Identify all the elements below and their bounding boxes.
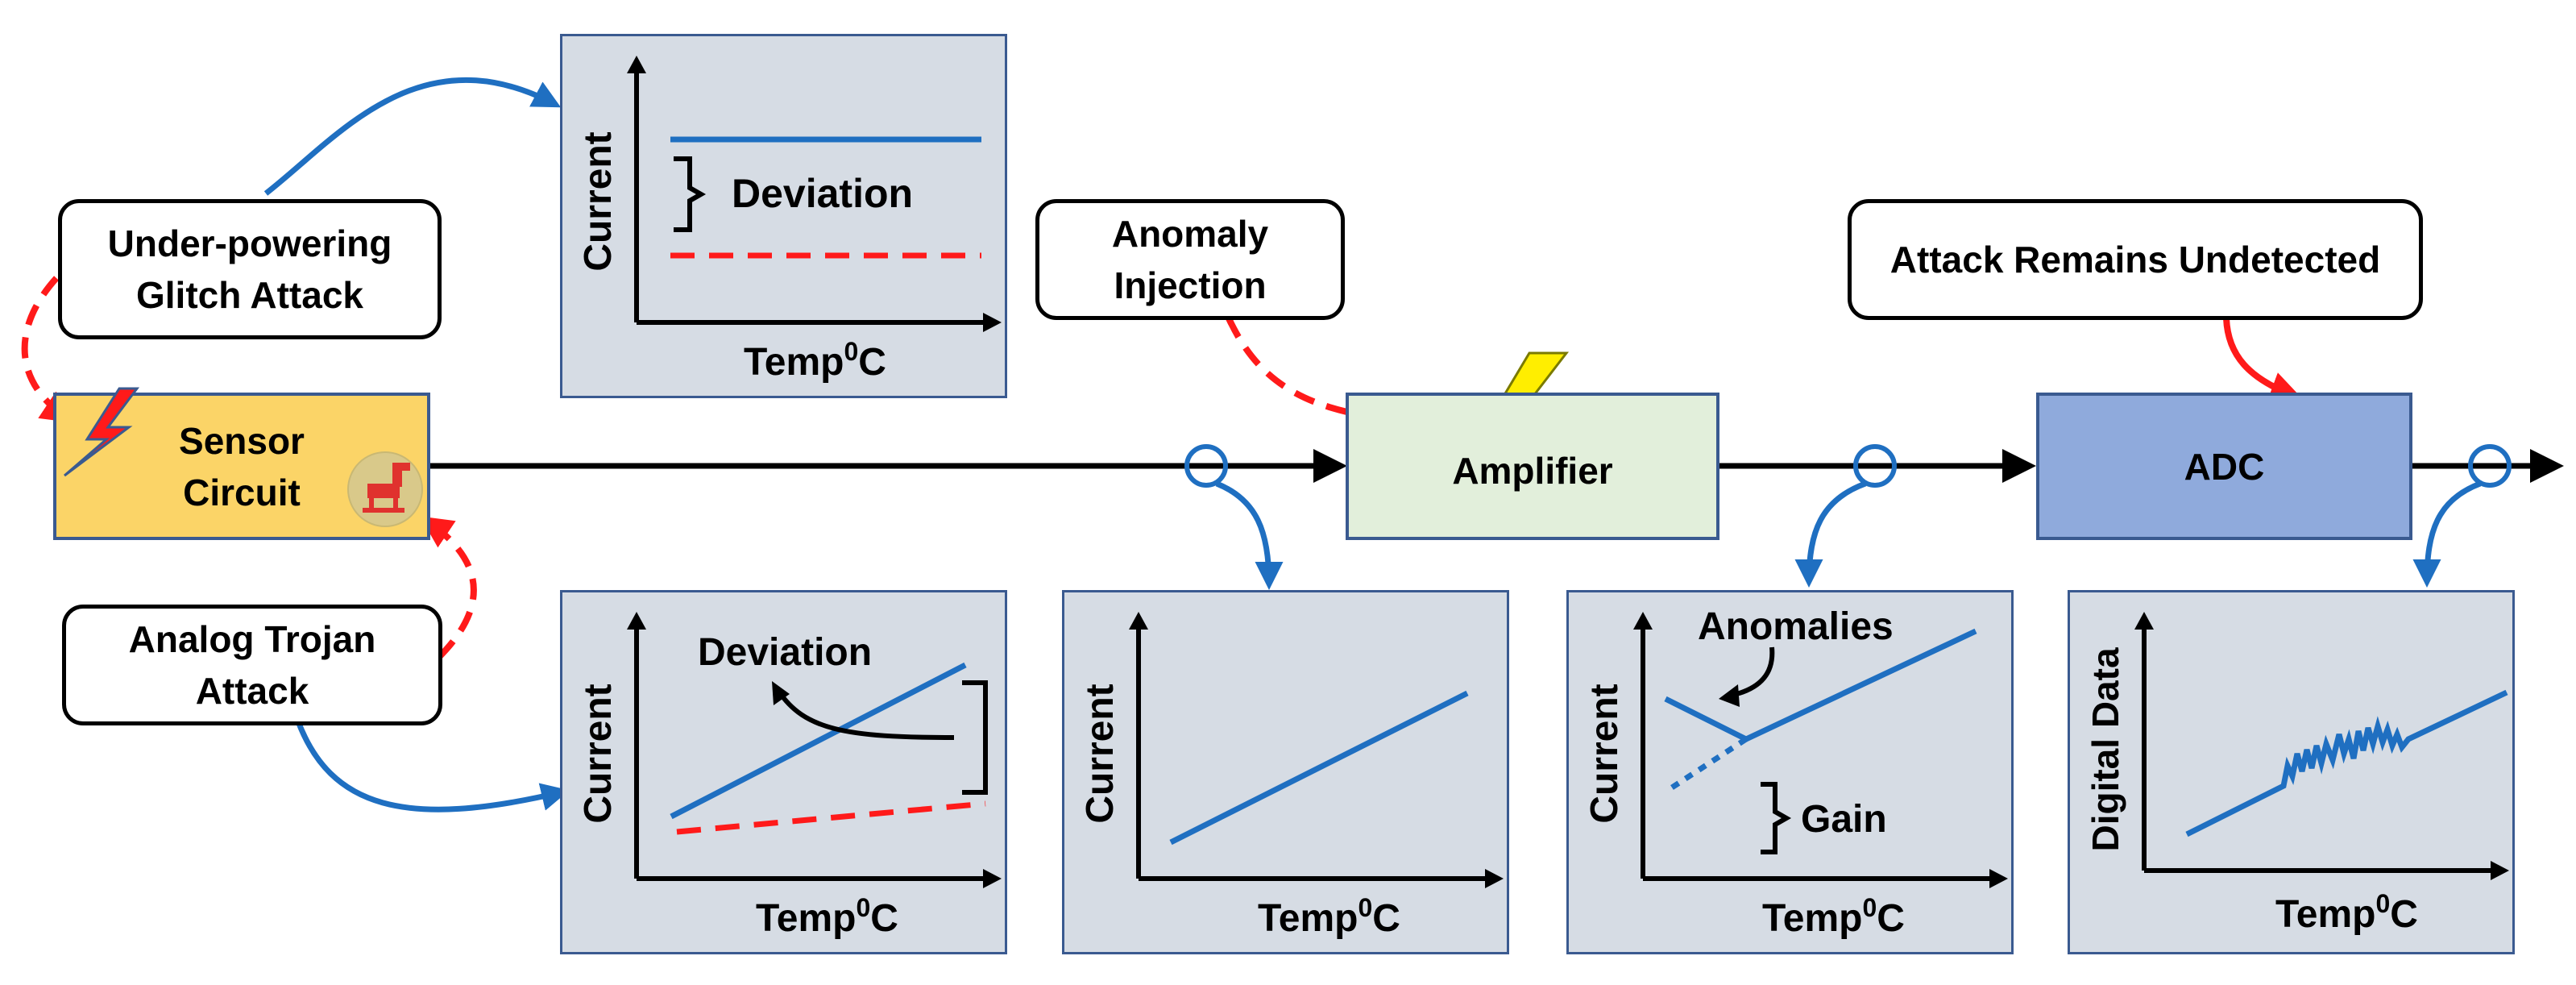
sensor-label-line1: Sensor xyxy=(179,419,305,462)
anomalies-annotation: Anomalies xyxy=(1698,605,1894,648)
deviation-bracket xyxy=(962,680,988,795)
anomaly-label-line1: Anomaly xyxy=(1111,213,1269,255)
y-axis-label: Current xyxy=(577,684,620,823)
digital-series-line xyxy=(2185,689,2508,837)
y-axis-arrowhead xyxy=(627,612,646,630)
x-axis-arrowhead xyxy=(2491,861,2509,880)
digital-plot: Digital Data Temp0C xyxy=(2084,612,2509,936)
amplifier-label: Amplifier xyxy=(1452,449,1613,492)
glitch-plot: Deviation Current Temp0C xyxy=(577,56,1002,384)
glitch-plot-panel: Deviation Current Temp0C xyxy=(560,34,1007,398)
gain-annotation: Gain xyxy=(1801,798,1887,841)
x-axis-label: Temp0C xyxy=(1762,893,1905,940)
amplifier-block: Amplifier xyxy=(1346,393,1719,540)
anomaly-label-line2: Injection xyxy=(1114,264,1267,306)
y-axis-arrowhead xyxy=(627,56,646,73)
x-axis-label: Temp0C xyxy=(2275,889,2418,936)
deviation-pointer-head xyxy=(772,681,790,705)
deviation-annotation: Deviation xyxy=(698,631,872,674)
trojan-label-line2: Attack xyxy=(195,670,309,712)
probe-circle-1 xyxy=(1184,444,1228,488)
digital-plot-panel: Digital Data Temp0C xyxy=(2068,590,2515,954)
gain-bracket xyxy=(1761,782,1792,854)
glitch-plot-connector xyxy=(263,77,562,196)
deviation-bracket xyxy=(674,156,707,232)
deviation-annotation: Deviation xyxy=(732,171,913,216)
anomalies-pointer-head xyxy=(1719,684,1740,707)
y-axis-label: Current xyxy=(577,131,620,271)
trojan-attack-label: Analog Trojan Attack xyxy=(62,605,442,725)
anomaly-injection-label: Anomaly Injection xyxy=(1035,199,1345,320)
glitch-label-line2: Glitch Attack xyxy=(135,274,364,316)
trojan-plot-panel: Deviation Current Temp0C xyxy=(560,590,1007,954)
signal-series-line xyxy=(1169,690,1469,846)
probe-circle-3 xyxy=(2468,444,2512,488)
y-axis-label: Digital Data xyxy=(2084,647,2126,851)
adc-label: ADC xyxy=(2184,445,2265,488)
y-axis-label: Current xyxy=(1583,684,1626,823)
probe-connector-1 xyxy=(1215,480,1284,590)
trojan-label-line1: Analog Trojan xyxy=(128,618,376,660)
glitch-attack-arrow xyxy=(21,276,74,423)
x-axis-label: Temp0C xyxy=(756,893,898,940)
trojan-plot: Deviation Current Temp0C xyxy=(577,612,1002,940)
amplified-plot-panel: Anomalies Gain Current Temp0C xyxy=(1566,590,2014,954)
y-axis-arrowhead xyxy=(1633,612,1653,630)
undetected-arrow xyxy=(2223,318,2303,403)
y-axis-arrowhead xyxy=(2134,612,2154,630)
glitch-label-line1: Under-powering xyxy=(107,222,392,264)
trojan-plot-connector xyxy=(295,720,570,813)
attack-series-line xyxy=(676,800,986,835)
normal-plot-panel: Current Temp0C xyxy=(1062,590,1509,954)
undetected-label: Attack Remains Undetected xyxy=(1848,199,2423,320)
x-axis-arrowhead xyxy=(983,313,1002,332)
glitch-attack-label: Under-powering Glitch Attack xyxy=(58,199,442,339)
normal-series-line xyxy=(670,662,967,820)
sensor-label-line2: Circuit xyxy=(183,471,301,513)
probe-connector-2 xyxy=(1794,480,1867,588)
x-axis-arrowhead xyxy=(983,869,1002,888)
sensor-circuit-block: Sensor Circuit xyxy=(53,393,430,540)
x-axis-label: Temp0C xyxy=(744,337,886,384)
amplified-plot: Anomalies Gain Current Temp0C xyxy=(1583,605,2008,940)
x-axis-label: Temp0C xyxy=(1258,893,1400,940)
expected-series-dotted xyxy=(1670,737,1748,790)
y-axis-arrowhead xyxy=(1129,612,1148,630)
y-axis-label: Current xyxy=(1079,684,1122,823)
normal-plot: Current Temp0C xyxy=(1079,612,1504,940)
trojan-attack-arrow xyxy=(420,516,477,659)
x-axis-arrowhead xyxy=(1989,869,2008,888)
deviation-pointer xyxy=(776,689,955,740)
x-axis-arrowhead xyxy=(1485,869,1504,888)
probe-circle-2 xyxy=(1853,444,1897,488)
adc-block: ADC xyxy=(2036,393,2412,540)
probe-connector-3 xyxy=(2412,480,2482,588)
undetected-label-text: Attack Remains Undetected xyxy=(1889,239,2381,281)
